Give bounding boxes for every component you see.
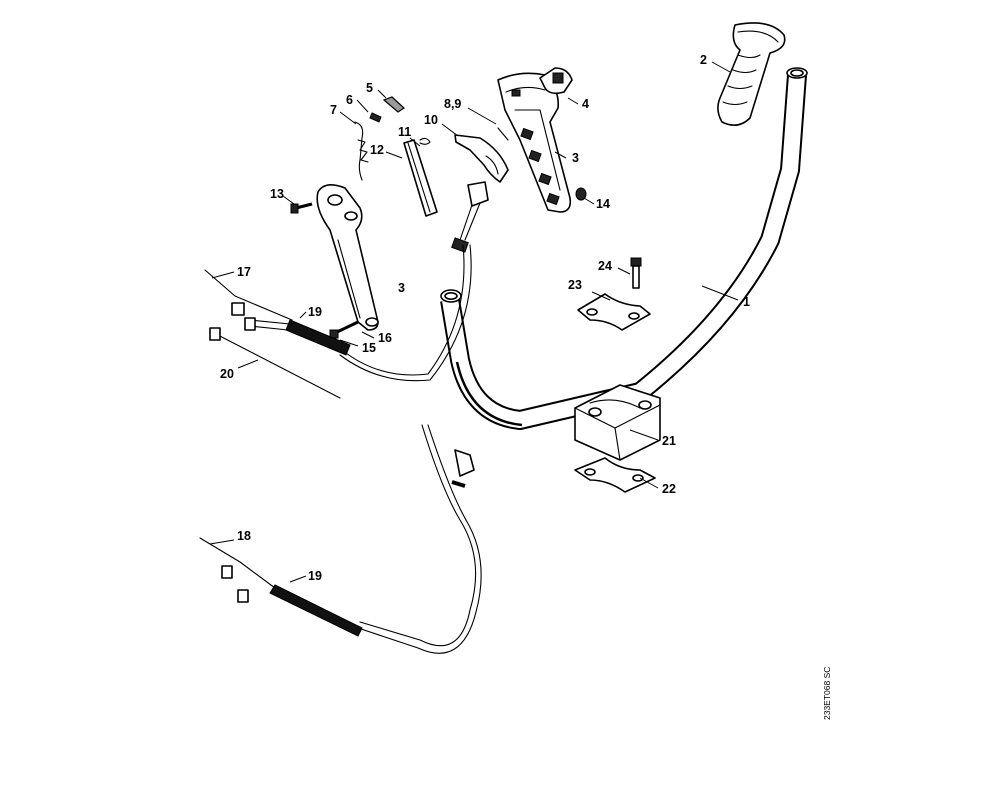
callout-17: 17 xyxy=(237,265,251,279)
callout-18: 18 xyxy=(237,529,251,543)
throttle-cable-upper xyxy=(204,244,472,399)
callout-3-lower: 3 xyxy=(398,281,405,295)
callout-22: 22 xyxy=(662,482,676,496)
callout-19-upper: 19 xyxy=(308,305,322,319)
callout-11: 11 xyxy=(398,125,411,139)
control-housing-upper-part xyxy=(497,72,572,213)
callout-12: 12 xyxy=(370,143,384,157)
callout-14: 14 xyxy=(596,197,610,211)
clamp-plate-upper-part xyxy=(577,293,651,331)
cover-knob-part xyxy=(539,67,573,95)
clamp-plate-lower-part xyxy=(574,457,656,493)
callout-21: 21 xyxy=(662,434,676,448)
screw-13-part xyxy=(290,202,313,214)
callout-10: 10 xyxy=(424,113,438,127)
callout-5: 5 xyxy=(366,81,373,95)
callout-24: 24 xyxy=(598,259,612,273)
rear-handle-housing-part xyxy=(316,184,379,331)
grip-part xyxy=(717,22,786,126)
callout-3-upper: 3 xyxy=(572,151,579,165)
callout-2: 2 xyxy=(700,53,707,67)
clamp-block-part xyxy=(574,384,661,461)
callout-4: 4 xyxy=(582,97,589,111)
callout-8-9: 8,9 xyxy=(444,97,461,111)
screw-14-part xyxy=(575,187,587,201)
throttle-cable-lower xyxy=(199,424,482,654)
leader-lines xyxy=(209,61,739,583)
handlebar-tube-part xyxy=(440,67,808,430)
callout-15: 15 xyxy=(362,341,376,355)
lever-part xyxy=(403,137,438,217)
callout-13: 13 xyxy=(270,187,284,201)
callout-1: 1 xyxy=(743,295,750,309)
cable-connector-part xyxy=(451,181,489,253)
callout-6: 6 xyxy=(346,93,353,107)
trigger-part xyxy=(454,127,509,183)
callout-7: 7 xyxy=(330,103,337,117)
small-parts-5-6-7 xyxy=(354,96,405,181)
bolt-24-part xyxy=(630,257,642,289)
callout-20: 20 xyxy=(220,367,234,381)
screw-15-16-part xyxy=(329,317,379,339)
diagram-reference-code: 233ET068 SC xyxy=(822,666,832,720)
callout-16: 16 xyxy=(378,331,392,345)
callout-labels: 1 2 3 3 4 5 6 7 8,9 10 11 12 13 14 15 16… xyxy=(220,53,750,583)
callout-19-lower: 19 xyxy=(308,569,322,583)
callout-23: 23 xyxy=(568,278,582,292)
